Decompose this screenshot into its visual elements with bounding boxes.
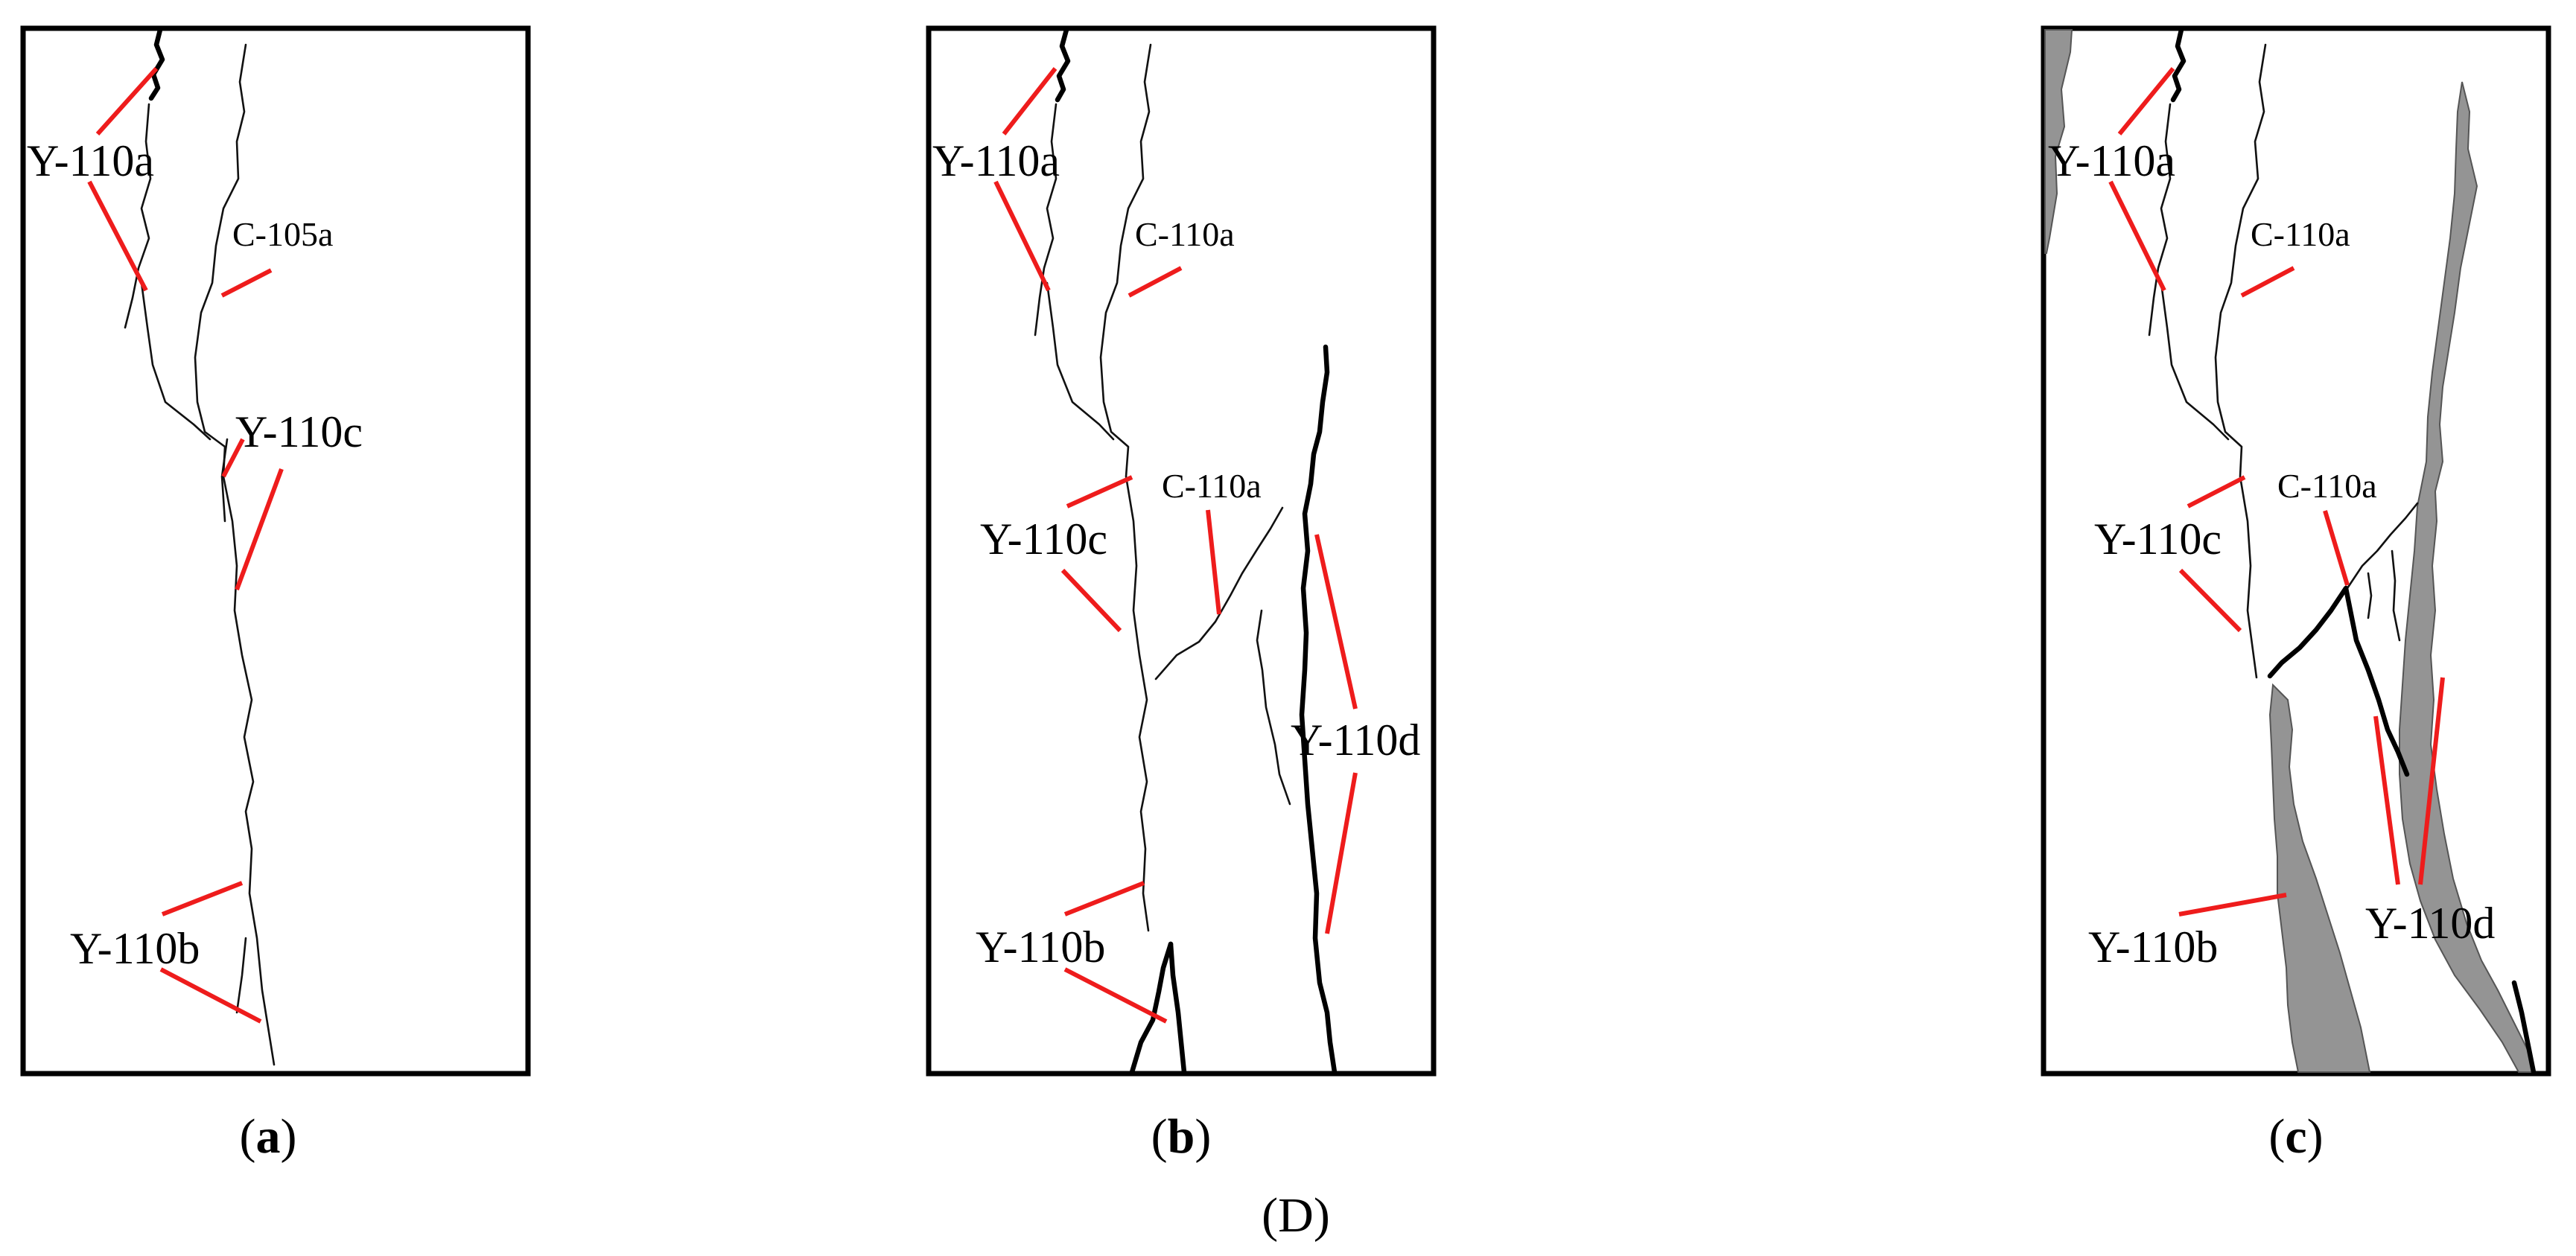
panel-c-crack-c110a-upper <box>2346 502 2419 590</box>
panel-c-leader <box>2178 893 2287 917</box>
panel-c-label: Y-110a <box>2048 136 2175 185</box>
panel-a-leader <box>235 468 284 591</box>
panel-c-frame <box>2041 25 2551 1077</box>
panel-c-crack-left-branch <box>2148 103 2172 337</box>
panel-c-crack-diagonal <box>2160 281 2230 441</box>
panel-b-leader <box>1063 967 1168 1024</box>
panel-a-crack-left-branch <box>124 103 152 329</box>
panel-c-crack-small-1 <box>2367 572 2373 619</box>
panel-a-leader <box>221 438 245 478</box>
panel-b-crack-main <box>1099 43 1152 932</box>
panel-b-leader <box>1063 881 1145 917</box>
panel-c: Y-110a C-110a C-110a Y-110c Y-110b Y-110… <box>2041 25 2551 1164</box>
panel-c-leader <box>2373 715 2400 885</box>
panel-a-crack-diagonal <box>140 281 212 441</box>
panel-c-caption: (c) <box>2268 1109 2323 1164</box>
panel-a-leader <box>87 180 148 292</box>
panel-b-crack-left-branch <box>1034 103 1058 337</box>
panel-a-crack-bottom <box>235 937 247 1014</box>
panel-c-crack-small-2 <box>2391 549 2401 642</box>
panel-b-crack-y110b <box>1129 941 1174 1075</box>
panel-c-leader <box>2178 568 2242 633</box>
panel-a-crack-top-thick <box>148 27 165 101</box>
panel-c-crack-main <box>2214 43 2267 679</box>
panel-c-crack-right-edge <box>2511 980 2537 1075</box>
panel-c-crack-c110a-thick <box>2267 585 2410 777</box>
panel-a-leader <box>159 967 262 1024</box>
panel-b-leader <box>1128 266 1183 298</box>
panel-a-crack-small <box>220 438 229 523</box>
panel-c-leader <box>2117 67 2175 136</box>
panel-c-spall-y110b <box>2268 683 2371 1073</box>
panel-a-leader <box>95 66 159 136</box>
panel-a-label: Y-110c <box>235 407 363 456</box>
panel-b-crack-y110b-right <box>1168 941 1187 1075</box>
panel-a: Y-110a C-105a Y-110c Y-110b (a) <box>20 25 531 1164</box>
panel-b-crack-y110d <box>1299 344 1338 1075</box>
panel-b-label: C-110a <box>1135 215 1235 253</box>
panel-b-crack-d-inner <box>1256 609 1291 806</box>
panel-b-leader <box>993 180 1051 292</box>
panel-a-leader <box>220 268 273 298</box>
panel-b-label: C-110a <box>1162 467 1262 505</box>
panel-a-label: Y-110b <box>70 924 200 973</box>
panel-b-frame <box>926 25 1437 1077</box>
panel-a-caption: (a) <box>240 1109 297 1164</box>
panel-b-caption: (b) <box>1151 1109 1212 1164</box>
panel-b-leader <box>1060 568 1122 633</box>
panel-a-label: C-105a <box>232 215 333 253</box>
panel-c-label: Y-110b <box>2088 922 2218 972</box>
panel-b-label: Y-110d <box>1291 715 1420 765</box>
panel-b-leader <box>1325 772 1358 934</box>
panel-b-crack-diagonal <box>1046 281 1115 441</box>
panel-c-leader <box>2240 266 2295 298</box>
panel-b: Y-110a C-110a C-110a Y-110c Y-110d Y-110… <box>926 25 1437 1164</box>
panel-c-label: Y-110c <box>2094 514 2222 564</box>
panel-c-leader <box>2418 677 2445 885</box>
panel-b-label: Y-110b <box>976 922 1105 972</box>
panel-b-leader <box>1066 475 1133 509</box>
panel-c-leader <box>2187 475 2246 509</box>
panel-c-leader <box>2323 510 2350 586</box>
panel-b-crack-top-thick <box>1055 27 1071 103</box>
panel-b-leader <box>1002 67 1058 136</box>
panel-c-label: C-110a <box>2251 215 2350 253</box>
panel-c-label: Y-110d <box>2365 899 2495 948</box>
panel-c-crack-top-thick <box>2170 27 2187 103</box>
panel-c-label: C-110a <box>2277 467 2377 505</box>
panel-b-leader <box>1206 509 1221 615</box>
panel-c-leader <box>2108 180 2166 292</box>
panel-b-crack-c110a-lower <box>1154 506 1284 680</box>
panel-b-leader <box>1314 534 1358 710</box>
panel-a-label: Y-110a <box>27 136 154 185</box>
panel-b-label: Y-110c <box>980 514 1107 564</box>
panel-a-crack-main <box>194 43 276 1066</box>
panel-a-leader <box>161 881 244 917</box>
panel-c-spall-left-edge <box>2044 29 2073 254</box>
figure-caption: (D) <box>1262 1188 1330 1243</box>
panel-b-label: Y-110a <box>932 136 1060 185</box>
panel-a-frame <box>20 25 531 1077</box>
